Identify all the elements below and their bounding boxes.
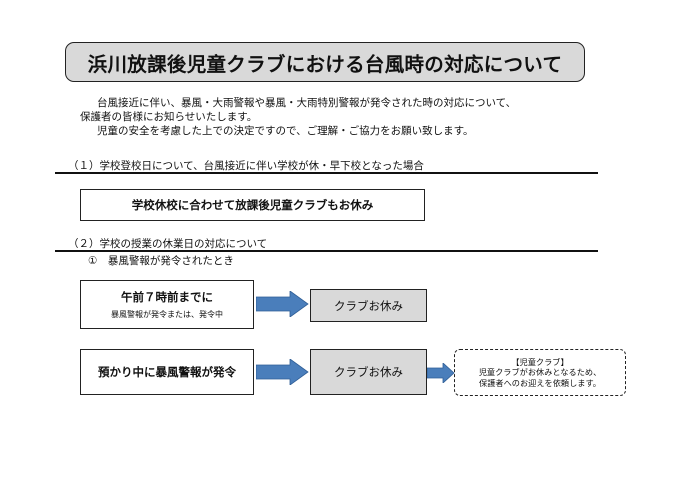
- section-1-heading: （１）学校登校日について、台風接近に伴い学校が休・早下校となった場合: [68, 160, 424, 172]
- pickup-note-title: 【児童クラブ】: [511, 356, 569, 367]
- condition-during-care-text: 預かり中に暴風警報が発令: [98, 365, 236, 379]
- club-closed-text-2: クラブお休み: [334, 365, 403, 379]
- pickup-note-line-1: 児童クラブがお休みとなるため、: [478, 367, 602, 378]
- school-closure-text: 学校休校に合わせて放課後児童クラブもお休み: [131, 198, 374, 212]
- club-closed-box-1: クラブお休み: [310, 289, 427, 322]
- arrow-right-icon: [427, 363, 455, 383]
- condition-before-7am-box: 午前７時前までに 暴風警報が発令または、発令中: [80, 280, 254, 329]
- club-closed-text-1: クラブお休み: [334, 298, 403, 313]
- pickup-note-line-2: 保護者へのお迎えを依頼します。: [479, 377, 601, 388]
- pickup-request-note: 【児童クラブ】 児童クラブがお休みとなるため、 保護者へのお迎えを依頼します。: [454, 349, 626, 396]
- condition-during-care-box: 預かり中に暴風警報が発令: [80, 349, 254, 395]
- section-1-rule: [55, 172, 598, 174]
- page-title: 浜川放課後児童クラブにおける台風時の対応について: [65, 42, 585, 82]
- club-closed-box-2: クラブお休み: [310, 349, 427, 395]
- condition-before-7am-text: 午前７時前までに: [121, 290, 213, 304]
- section-2-heading: （２）学校の授業の休業日の対応について: [68, 238, 268, 250]
- arrow-right-icon: [256, 291, 309, 317]
- arrow-right-icon: [256, 359, 309, 385]
- condition-before-7am-note: 暴風警報が発令または、発令中: [111, 310, 223, 319]
- intro-text: 台風接近に伴い、暴風・大雨警報や暴風・大雨特別警報が発令された時の対応について、…: [80, 96, 516, 138]
- section-2-subheading: ① 暴風警報が発令されたとき: [88, 255, 234, 267]
- section-2-rule: [55, 250, 598, 252]
- intro-line-2: 保護者の皆様にお知らせいたします。: [80, 111, 258, 123]
- intro-line-1: 台風接近に伴い、暴風・大雨警報や暴風・大雨特別警報が発令された時の対応について、: [97, 97, 517, 109]
- school-closure-box: 学校休校に合わせて放課後児童クラブもお休み: [80, 189, 425, 221]
- intro-line-3: 児童の安全を考慮した上での決定ですので、ご理解・ご協力をお願い致します。: [97, 125, 474, 137]
